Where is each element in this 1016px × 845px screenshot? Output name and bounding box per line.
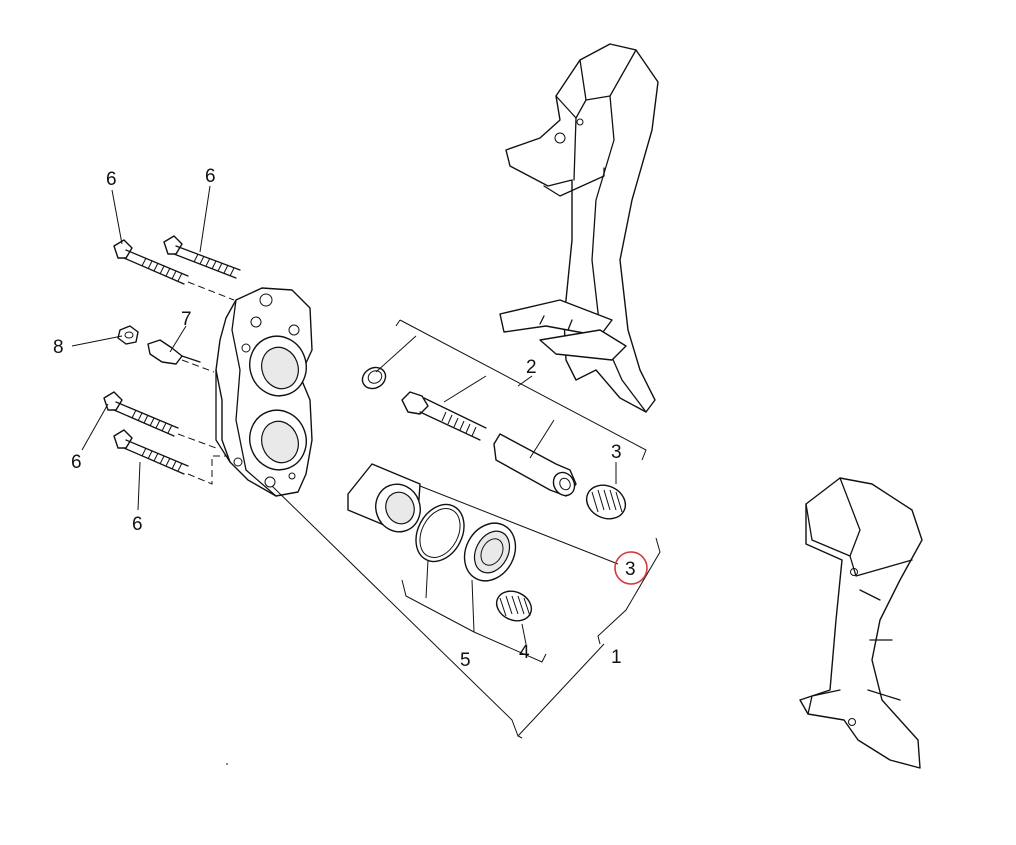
callout-1: 1 bbox=[611, 647, 622, 668]
dust-boot-lower bbox=[495, 590, 533, 622]
bolt-upper-left bbox=[113, 239, 235, 301]
callout-6-top-left: 6 bbox=[106, 169, 117, 190]
dust-cap bbox=[117, 325, 139, 345]
callouts: 6 6 6 6 7 8 2 3 3 5 4 1 bbox=[53, 166, 648, 671]
callout-3-lower: 4 bbox=[519, 642, 530, 663]
bleed-screw bbox=[147, 339, 215, 373]
bolt-upper-right bbox=[163, 235, 241, 279]
piston-dust-boot bbox=[463, 522, 517, 582]
piston bbox=[347, 463, 421, 533]
caliper-carrier-bracket bbox=[499, 43, 659, 413]
dust-boot-upper bbox=[585, 484, 627, 520]
guide-pin-sleeve bbox=[493, 433, 577, 497]
caliper-housing bbox=[215, 287, 313, 497]
bolt-lower-right bbox=[113, 429, 226, 485]
callout-6-top-right: 6 bbox=[205, 166, 216, 187]
guide-bushing bbox=[361, 366, 387, 390]
callout-2: 2 bbox=[526, 357, 537, 378]
brake-pad-plate bbox=[799, 477, 923, 769]
callout-6-lower-left: 6 bbox=[71, 452, 82, 473]
callout-4-highlight-ring[interactable] bbox=[614, 551, 648, 585]
callout-5: 5 bbox=[460, 650, 471, 671]
leader-lines bbox=[71, 185, 661, 765]
callout-4: 3 bbox=[625, 559, 636, 580]
callout-6-bottom: 6 bbox=[132, 514, 143, 535]
piston-seal-ring bbox=[415, 503, 465, 563]
callout-8: 8 bbox=[53, 337, 64, 358]
guide-pin-bolt bbox=[401, 391, 487, 441]
bolt-lower-left bbox=[103, 391, 217, 449]
callout-3-upper: 3 bbox=[611, 442, 622, 463]
callout-7: 7 bbox=[181, 309, 192, 330]
